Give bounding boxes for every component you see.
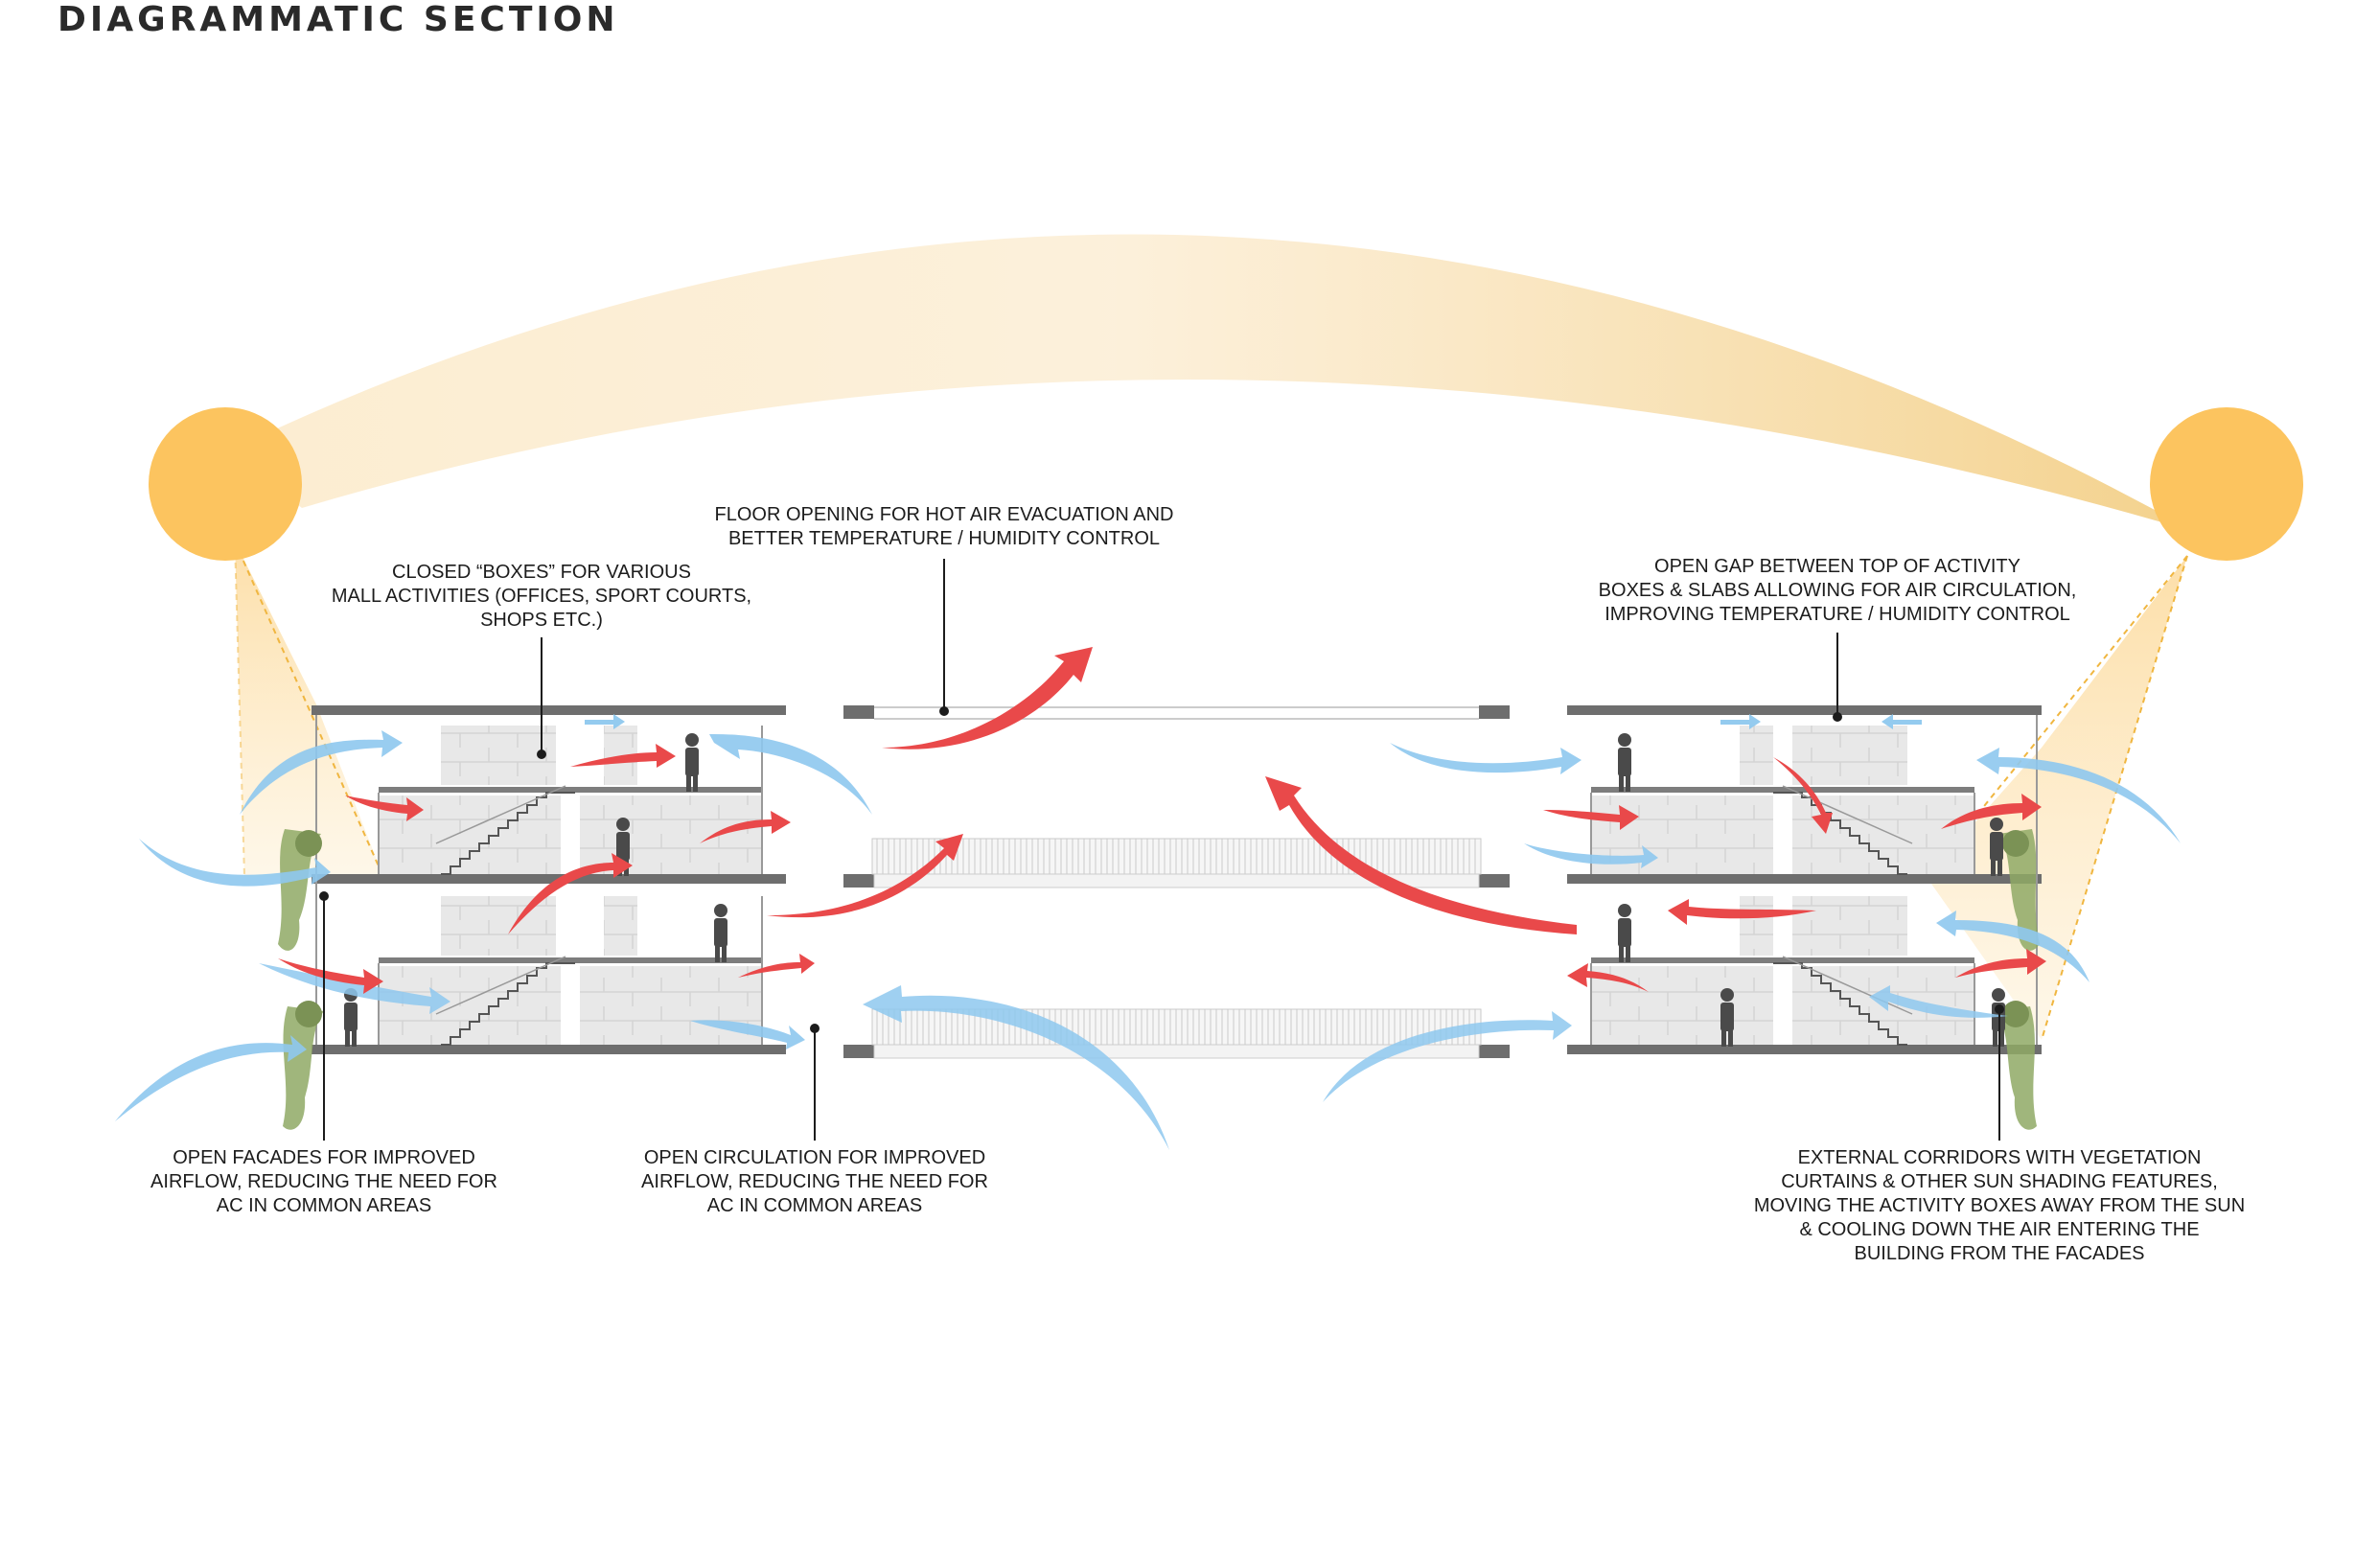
hot-arrow xyxy=(1543,805,1639,830)
hot-arrow xyxy=(508,853,633,934)
annotation-line: BUILDING FROM THE FACADES xyxy=(1854,1243,2144,1264)
vegetation-curtain-right xyxy=(1996,829,2040,1130)
cool-arrow xyxy=(259,963,450,1014)
annotation-line: AIRFLOW, REDUCING THE NEED FOR xyxy=(641,1171,988,1192)
annotation-line: & COOLING DOWN THE AIR ENTERING THE xyxy=(1799,1219,2199,1240)
annotation-line: BETTER TEMPERATURE / HUMIDITY CONTROL xyxy=(728,528,1160,549)
cool-arrow xyxy=(139,839,331,887)
annotation-line: MALL ACTIVITIES (OFFICES, SPORT COURTS, xyxy=(332,586,751,607)
annotation-line: OPEN FACADES FOR IMPROVED xyxy=(173,1147,475,1168)
cool-arrow xyxy=(115,1035,307,1121)
cool-arrow xyxy=(863,985,1169,1150)
annotation-line: AC IN COMMON AREAS xyxy=(707,1195,922,1216)
annotation-line: FLOOR OPENING FOR HOT AIR EVACUATION AND xyxy=(715,504,1174,525)
annotation-line: MOVING THE ACTIVITY BOXES AWAY FROM THE … xyxy=(1754,1195,2245,1216)
cool-arrow xyxy=(690,1020,805,1049)
annotation-open-facades: OPEN FACADES FOR IMPROVED AIRFLOW, REDUC… xyxy=(150,1147,497,1216)
annotation-line: EXTERNAL CORRIDORS WITH VEGETATION xyxy=(1798,1147,2202,1168)
annotation-line: IMPROVING TEMPERATURE / HUMIDITY CONTROL xyxy=(1605,604,2070,625)
hot-arrow xyxy=(1773,757,1833,834)
annotation-open-gap: OPEN GAP BETWEEN TOP OF ACTIVITY BOXES &… xyxy=(1599,556,2077,625)
annotation-line: OPEN CIRCULATION FOR IMPROVED xyxy=(644,1147,985,1168)
annotation-line: CLOSED “BOXES” FOR VARIOUS xyxy=(392,562,691,583)
sun-right xyxy=(2150,407,2303,561)
annotation-open-circulation: OPEN CIRCULATION FOR IMPROVED AIRFLOW, R… xyxy=(641,1147,988,1216)
hot-arrow xyxy=(738,954,815,978)
annotation-line: AC IN COMMON AREAS xyxy=(217,1195,431,1216)
hot-arrow xyxy=(882,647,1093,749)
cool-arrow xyxy=(1976,748,2181,843)
sun-path-arc xyxy=(230,234,2195,532)
hot-arrow xyxy=(570,744,676,768)
annotation-line: SHOPS ETC.) xyxy=(480,610,603,631)
cool-arrow xyxy=(709,733,872,815)
annotation-line: CURTAINS & OTHER SUN SHADING FEATURES, xyxy=(1781,1171,2218,1192)
annotation-line: OPEN GAP BETWEEN TOP OF ACTIVITY xyxy=(1654,556,2020,577)
annotation-floor-opening: FLOOR OPENING FOR HOT AIR EVACUATION AND… xyxy=(715,504,1174,549)
cool-arrow xyxy=(1869,985,2008,1018)
vegetation-curtain-left xyxy=(278,829,324,1130)
sun-left xyxy=(149,407,302,561)
hot-arrow xyxy=(1941,794,2042,829)
leader-lines xyxy=(319,559,2004,1141)
hot-arrow xyxy=(1955,949,2046,978)
hot-arrow xyxy=(1668,899,1816,925)
sun-beam-right xyxy=(1927,556,2187,1040)
central-void xyxy=(871,706,1482,1059)
left-building xyxy=(312,705,874,1058)
cool-arrow xyxy=(1390,743,1581,774)
annotation-line: AIRFLOW, REDUCING THE NEED FOR xyxy=(150,1171,497,1192)
cool-arrow xyxy=(1524,843,1658,868)
hot-arrow xyxy=(278,958,383,994)
hot-arrow xyxy=(700,811,791,843)
annotation-closed-boxes: CLOSED “BOXES” FOR VARIOUS MALL ACTIVITI… xyxy=(332,562,751,631)
hot-arrow xyxy=(767,834,963,918)
annotation-external-corridors: EXTERNAL CORRIDORS WITH VEGETATION CURTA… xyxy=(1754,1147,2245,1264)
cool-arrow xyxy=(1323,1011,1572,1102)
page-title: DIAGRAMMATIC SECTION xyxy=(58,0,619,39)
hot-air-arrows xyxy=(278,647,2046,994)
annotation-line: BOXES & SLABS ALLOWING FOR AIR CIRCULATI… xyxy=(1599,580,2077,601)
hot-arrow xyxy=(1567,963,1649,992)
cool-air-arrows xyxy=(115,714,2181,1150)
cool-arrow xyxy=(240,730,403,815)
hot-arrow xyxy=(345,796,424,821)
right-building xyxy=(1479,705,2042,1058)
hot-arrow xyxy=(1265,776,1577,934)
cool-arrow xyxy=(1936,911,2089,982)
